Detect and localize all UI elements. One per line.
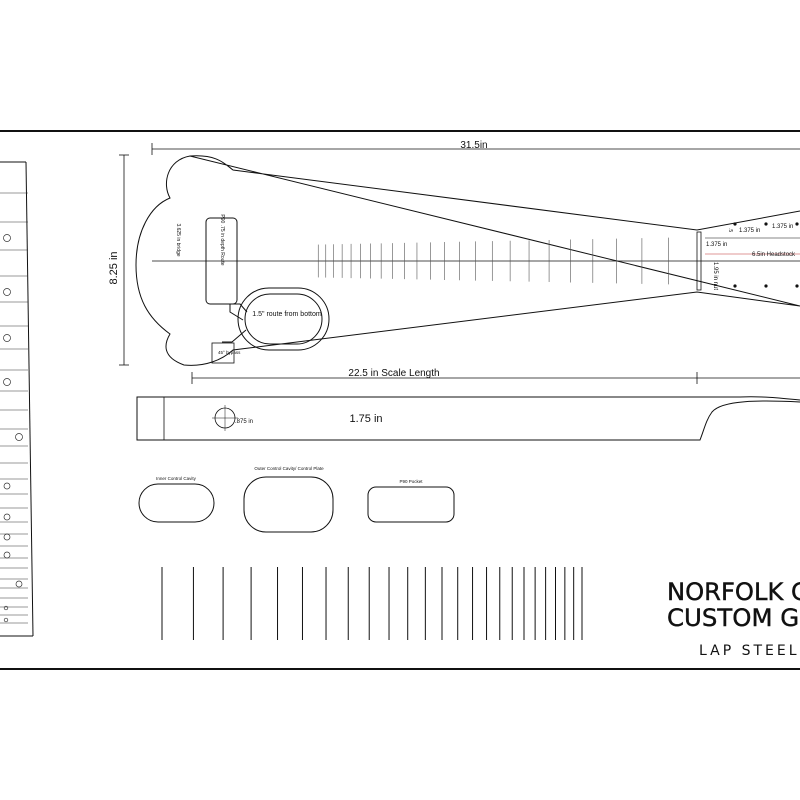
strip-marker (3, 378, 11, 386)
fretboard-template-strip (0, 161, 34, 637)
strip-fret-lines (0, 192, 28, 624)
scale-length-label: 22.5 in Scale Length (348, 368, 439, 379)
nut (696, 231, 800, 291)
bridge-position-label: 3.625 in bridge (175, 223, 181, 256)
strip-marker (3, 605, 9, 611)
inner-control-cavity-template: Inner Control Cavity (138, 476, 215, 523)
body-width-dimension: 8.25 in (108, 154, 129, 366)
overall-length-label: 31.5in (460, 140, 487, 151)
p90-pocket-template: P90 Pocket (367, 479, 455, 523)
outer-cavity-label: Outer Control Cavity/ Control Plate (254, 466, 324, 471)
strip-marker (3, 617, 9, 623)
body-fret-lines (317, 237, 669, 285)
inner-cavity-label: Inner Control Cavity (156, 476, 197, 481)
strip-marker (15, 433, 23, 441)
headstock-1375-label-b: 1.375 in (739, 228, 760, 234)
headstock-1375-label-c: 1.375 in (772, 224, 793, 230)
tuner-hole (733, 222, 737, 226)
tuner-hole (795, 222, 799, 226)
brand-line-2: CUSTOM GU (667, 604, 800, 632)
scale-length-dimension: 22.5 in Scale Length (191, 368, 800, 384)
hole-875-label: .875 in (235, 419, 253, 425)
strip-marker (3, 513, 11, 521)
tuner-hole (764, 284, 768, 288)
route-depth-label: 1.5" route from bottom (252, 311, 322, 318)
output-jack-route: 45° bypass (211, 342, 241, 364)
fret-spacing-ruler (161, 567, 583, 640)
headstock-layout: 1.375 in 1.375 in 1.375 in .5 6.5in Head… (705, 222, 800, 290)
p90-pocket-label: P90 Pocket (399, 479, 423, 484)
strip-position-markers (3, 234, 23, 623)
jack-label: 45° bypass (218, 350, 241, 355)
p90-route: P90 .75 in depth Route (205, 214, 238, 305)
strip-marker (15, 580, 23, 588)
control-cavity-route: 1.5" route from bottom (220, 287, 330, 351)
strip-marker (3, 234, 11, 242)
tuner-holes (733, 222, 799, 288)
neck-profile: .875 in 1.75 in (136, 396, 800, 441)
strip-marker (3, 551, 11, 559)
headstock-length-label: 6.5in Headstock (752, 252, 796, 258)
lap-steel-body-outline (135, 155, 800, 366)
strip-marker (3, 533, 11, 541)
strip-marker (3, 482, 11, 490)
neck-width-label: 1.75 in (349, 413, 382, 425)
body-width-label: 8.25 in (108, 251, 120, 284)
strip-marker (3, 334, 11, 342)
overall-length-dimension: 31.5in (151, 140, 800, 155)
p90-route-label: P90 .75 in depth Route (219, 214, 225, 265)
strip-marker (3, 288, 11, 296)
branding: NORFOLK CO CUSTOM GU LAP STEEL PLA (667, 578, 800, 659)
outer-control-cavity-template: Outer Control Cavity/ Control Plate (243, 466, 334, 533)
tuner-hole (764, 222, 768, 226)
tuner-hole (795, 284, 799, 288)
tuner-hole (733, 284, 737, 288)
brand-line-1: NORFOLK CO (667, 578, 800, 606)
sheet-border (0, 130, 800, 670)
headstock-05-label: .5 (727, 228, 733, 232)
nut-width-label: 1.95 in nut (712, 262, 718, 290)
brand-line-3: LAP STEEL PLA (699, 643, 800, 659)
headstock-1375-label-a: 1.375 in (706, 242, 727, 248)
